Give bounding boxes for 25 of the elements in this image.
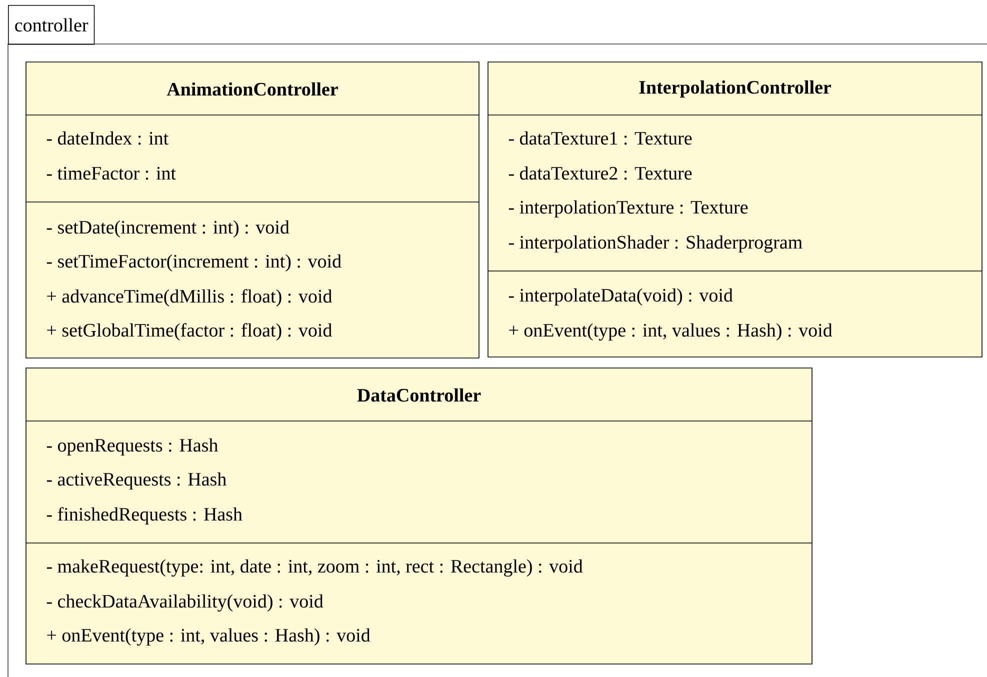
method-text: - setDate(increment : int) : void — [46, 220, 290, 238]
method-text: - makeRequest(type: int, date : int, zoom : int, rect : Rectangle) : void — [46, 559, 583, 577]
method-text: + setGlobalTime(factor : float) : void — [47, 323, 332, 341]
method-text: - interpolateData(void) : void — [508, 288, 733, 306]
class-box — [26, 368, 812, 664]
class-name: InterpolationController — [639, 80, 831, 98]
class-box — [488, 62, 982, 358]
method-text: + onEvent(type : int, values : Hash) : void — [509, 323, 832, 341]
class-box — [26, 62, 480, 358]
class-name: AnimationController — [166, 82, 338, 96]
method-text: - checkDataAvailability(void) : void — [46, 594, 324, 612]
node-label: controller — [15, 18, 88, 32]
attribute-text: - openRequests : Hash — [46, 438, 218, 456]
attribute-text: - dataTexture1 : Texture — [508, 131, 692, 145]
attribute-text: - timeFactor : int — [46, 166, 176, 180]
attribute-text: - dateIndex : int — [46, 131, 168, 145]
class-name: DataController — [357, 388, 481, 402]
attribute-text: - interpolationShader : Shaderprogram — [508, 235, 802, 253]
attribute-text: - finishedRequests : Hash — [46, 507, 242, 525]
attribute-text: - dataTexture2 : Texture — [508, 166, 692, 180]
method-text: - setTimeFactor(increment : int) : void — [46, 254, 342, 272]
attribute-text: - activeRequests : Hash — [46, 472, 226, 490]
attribute-text: - interpolationTexture : Texture — [508, 200, 748, 218]
method-text: + onEvent(type : int, values : Hash) : void — [47, 628, 370, 646]
method-text: + advanceTime(dMillis : float) : void — [47, 289, 332, 307]
